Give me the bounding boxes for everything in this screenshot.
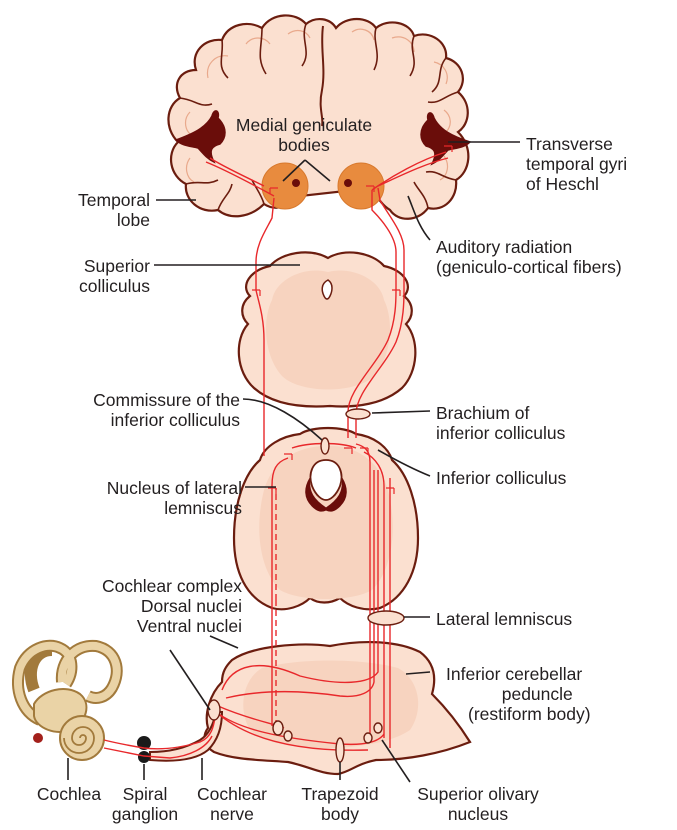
lateral-lemniscus-marker [368, 611, 404, 625]
label-spiral-ganglion: Spiral ganglion [100, 784, 190, 824]
medulla-section [150, 642, 470, 774]
brachium-marker [346, 409, 370, 419]
label-inferior-cerebellar-peduncle: Inferior cerebellar peduncle (restiform … [446, 664, 591, 724]
medulla-inner [243, 661, 418, 749]
label-commissure-inferior-colliculus: Commissure of the inferior colliculus [40, 390, 240, 430]
label-auditory-radiation: Auditory radiation (geniculo-cortical fi… [436, 237, 622, 277]
label-lateral-lemniscus: Lateral lemniscus [436, 609, 572, 629]
label-temporal-lobe: Temporal lobe [40, 190, 150, 230]
mgb-right-dot [344, 179, 352, 187]
superior-olive-left-a [273, 721, 283, 735]
label-medial-geniculate-bodies: Medial geniculate bodies [228, 115, 380, 155]
trapezoid-body-marker [336, 738, 344, 762]
label-superior-colliculus: Superior colliculus [30, 256, 150, 296]
label-cochlear-complex: Cochlear complex Dorsal nuclei Ventral n… [40, 576, 242, 636]
label-trapezoid-body: Trapezoid body [280, 784, 400, 824]
superior-olive-right-a [364, 733, 372, 743]
medial-geniculate-left-icon [262, 163, 308, 209]
round-window-icon [33, 733, 43, 743]
label-nucleus-lateral-lemniscus: Nucleus of lateral lemniscus [40, 478, 242, 518]
cerebral-aqueduct-sc [322, 280, 332, 299]
commissure-marker [321, 438, 329, 454]
label-cochlear-nerve: Cochlear nerve [180, 784, 284, 824]
superior-colliculus-section [239, 252, 416, 406]
superior-olive-right-b [374, 723, 382, 733]
label-transverse-temporal-gyri: Transverse temporal gyri of Heschl [526, 134, 627, 194]
label-superior-olivary-nucleus: Superior olivary nucleus [396, 784, 560, 824]
label-brachium-inferior-colliculus: Brachium of inferior colliculus [436, 403, 565, 443]
label-inferior-colliculus: Inferior colliculus [436, 468, 566, 488]
superior-olive-left-b [284, 731, 292, 741]
mgb-left-dot [292, 179, 300, 187]
